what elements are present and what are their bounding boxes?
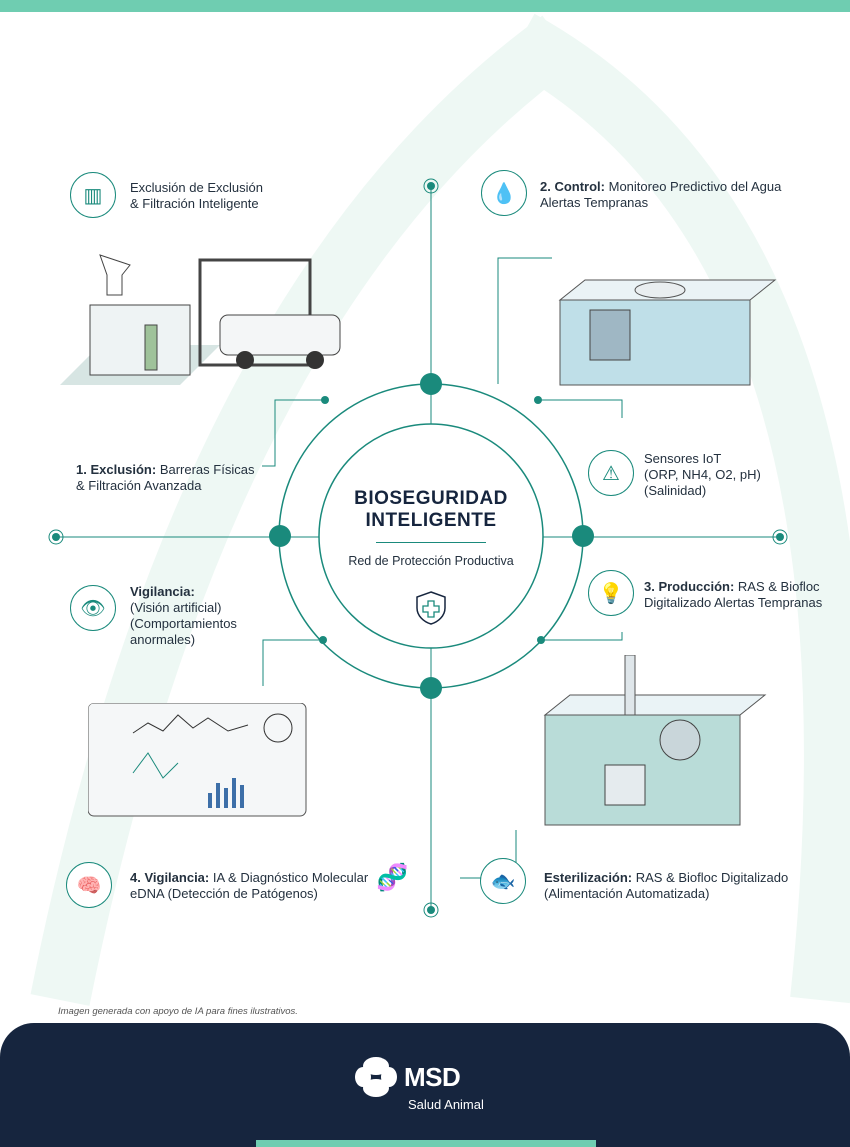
msd-logo-icon [355,1057,397,1097]
top-accent-bar [0,0,850,12]
center-subtitle: Red de Protección Productiva [348,554,514,568]
bottom-accent-bar [256,1140,596,1147]
control-label: 2. Control: Monitoreo Predictivo del Agu… [540,179,782,210]
brand-tagline: Salud Animal [408,1097,484,1112]
eye-scan-icon: 👁 [70,585,116,631]
dna-icon: 🧬 [376,862,409,892]
ai-dashboard-illustration [88,703,307,817]
lightbulb-icon: 💡 [588,570,634,616]
shield-cross-icon [416,591,446,625]
node-bottom [420,677,442,699]
exclusion-label: 1. Exclusión: Barreras Físicas& Filtraci… [76,462,255,493]
footer [0,1023,850,1147]
water-drop-icon: 💧 [481,170,527,216]
ai-diagnosis-label: 4. Vigilancia: IA & Diagnóstico Molecula… [130,870,369,901]
exclusion-illustration [60,254,341,385]
sterilization-label: Esterilización: RAS & Biofloc Digitaliza… [544,870,789,901]
exclusion-filtration-label: Exclusión de Exclusión& Filtración Intel… [130,180,263,211]
building-water-icon: ▥ [70,172,116,218]
node-top [420,373,442,395]
iot-sensors-label: Sensores IoT(ORP, NH4, O2, pH)(Salinidad… [644,451,761,498]
node-right [572,525,594,547]
msd-logo: MSD [354,1057,461,1097]
water-monitoring-illustration [558,279,777,386]
node-left [269,525,291,547]
ras-biofloc-illustration [543,655,767,826]
ai-disclaimer: Imagen generada con apoyo de IA para fin… [58,1006,298,1017]
brain-icon: 🧠 [66,862,112,908]
fish-feeder-icon: 🐟 [480,858,526,904]
vision-label: Vigilancia:(Visión artificial)(Comportam… [130,584,237,647]
warning-icon: ⚠ [588,450,634,496]
